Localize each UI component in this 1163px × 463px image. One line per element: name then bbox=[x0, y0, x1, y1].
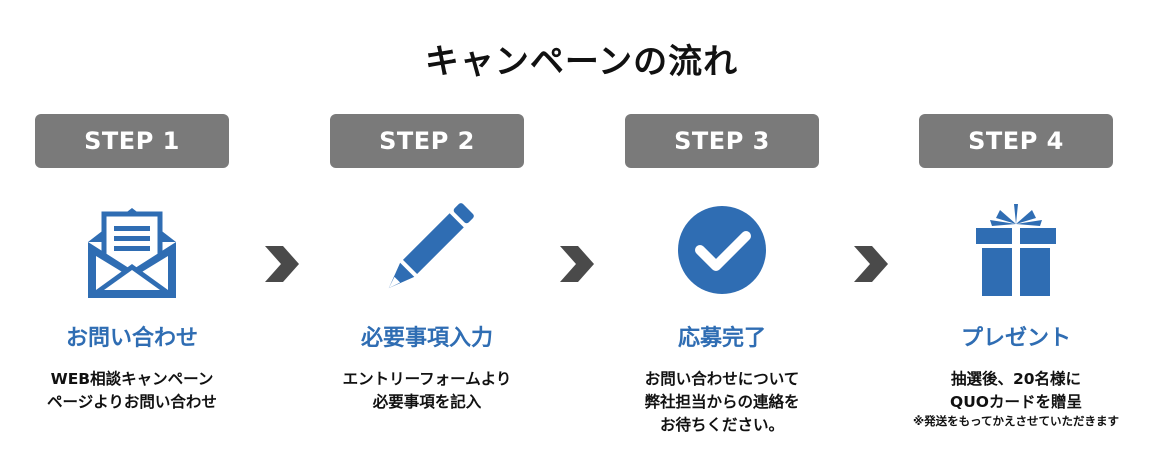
step-3-heading: 応募完了 bbox=[677, 326, 766, 351]
step-1-desc-line-1: WEB相談キャンペーン bbox=[50, 370, 214, 388]
step-3: STEP 3 応募完了 お問い合わせについて 弊社担当からの連絡を お待ちくださ… bbox=[592, 114, 852, 437]
checkmark-circle-icon bbox=[667, 200, 777, 300]
step-4-desc-line-2: QUOカードを贈呈 bbox=[950, 393, 1082, 411]
step-1-description: WEB相談キャンペーン ページよりお問い合わせ bbox=[47, 368, 217, 414]
step-2-badge: STEP 2 bbox=[330, 114, 524, 168]
step-3-badge: STEP 3 bbox=[625, 114, 819, 168]
step-1-badge: STEP 1 bbox=[35, 114, 229, 168]
chevron-right-icon bbox=[558, 244, 596, 284]
step-4-note: ※発送をもってかえさせていただきます bbox=[912, 414, 1120, 428]
step-2-description: エントリーフォームより 必要事項を記入 bbox=[343, 368, 512, 414]
step-4-heading: プレゼント bbox=[960, 326, 1071, 351]
step-4: STEP 4 プレゼント 抽選後、20名様に QUOカードを贈呈 ※発送をもって… bbox=[886, 114, 1146, 428]
gift-box-icon bbox=[961, 200, 1071, 300]
pencil-icon bbox=[372, 200, 482, 300]
step-4-badge: STEP 4 bbox=[919, 114, 1113, 168]
step-1: STEP 1 お問い合わせ WEB相談キャンペーン ページよりお問い合わせ bbox=[2, 114, 262, 414]
envelope-document-icon bbox=[77, 200, 187, 300]
chevron-right-icon bbox=[852, 244, 890, 284]
step-3-desc-line-1: お問い合わせについて bbox=[644, 370, 800, 388]
chevron-right-icon bbox=[263, 244, 301, 284]
step-3-desc-line-3: お待ちください。 bbox=[659, 416, 784, 434]
page-title: キャンペーンの流れ bbox=[424, 42, 739, 82]
step-2-desc-line-2: 必要事項を記入 bbox=[372, 393, 482, 411]
step-3-description: お問い合わせについて 弊社担当からの連絡を お待ちください。 bbox=[644, 368, 799, 437]
step-4-desc-line-1: 抽選後、20名様に bbox=[950, 370, 1082, 388]
step-1-heading: お問い合わせ bbox=[65, 326, 198, 351]
step-4-description: 抽選後、20名様に QUOカードを贈呈 ※発送をもってかえさせていただきます bbox=[913, 368, 1119, 428]
step-1-desc-line-2: ページよりお問い合わせ bbox=[47, 393, 217, 411]
step-2: STEP 2 必要事項入力 エントリーフォームより 必要事項を記入 bbox=[297, 114, 557, 414]
step-2-desc-line-1: エントリーフォームより bbox=[342, 370, 512, 388]
step-3-desc-line-2: 弊社担当からの連絡を bbox=[644, 393, 800, 411]
step-2-heading: 必要事項入力 bbox=[360, 326, 493, 351]
